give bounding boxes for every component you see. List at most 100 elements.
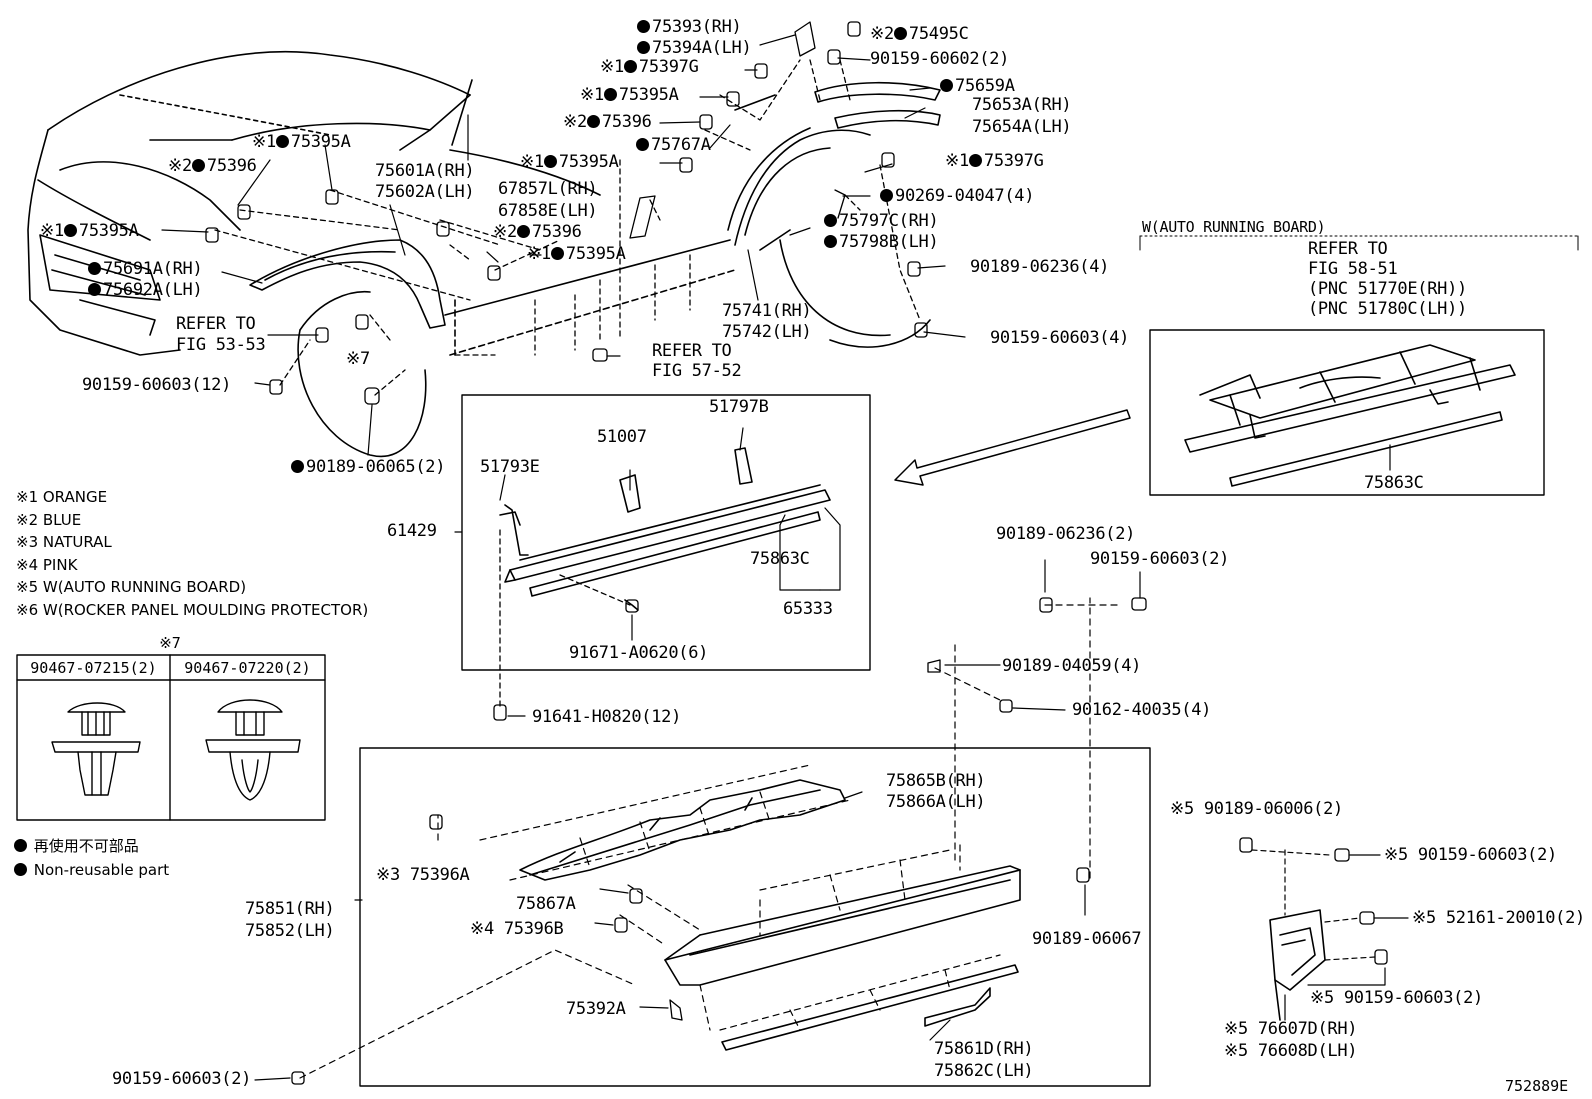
callout-75692a: 75692A(LH) bbox=[88, 281, 203, 300]
color-legend: ※1 ORANGE ※2 BLUE ※3 NATURAL ※4 PINK ※5 … bbox=[16, 486, 368, 621]
non-reusable-dot-icon bbox=[603, 88, 617, 101]
non-reusable-dot-icon bbox=[88, 262, 101, 275]
refer-fig-57-52-line1: REFER TO bbox=[652, 341, 732, 361]
non-reusable-jp: 再使用不可部品 bbox=[33, 837, 139, 855]
legend-natural: ※3 NATURAL bbox=[16, 533, 112, 551]
callout-90189-04059: 90189-04059(4) bbox=[1002, 656, 1142, 676]
non-reusable-en: Non-reusable part bbox=[33, 861, 170, 879]
legend-blue: ※2 BLUE bbox=[16, 510, 82, 529]
callout-90159-60603-4: 90159-60603(4) bbox=[990, 328, 1130, 348]
callout-75865b: 75865B(RH) bbox=[886, 771, 986, 791]
auto-running-board-group bbox=[1139, 235, 1579, 496]
direction-arrow bbox=[894, 409, 1131, 486]
callout-75659a: 75659A bbox=[940, 77, 1015, 96]
callout-51007: 51007 bbox=[597, 427, 647, 447]
callout-90159-60603-auto-a: ※5 90159-60603(2) bbox=[1384, 845, 1557, 865]
non-reusable-dot-icon bbox=[637, 20, 650, 33]
non-reusable-dot-icon bbox=[636, 138, 649, 151]
non-reusable-dot-icon bbox=[968, 154, 982, 167]
callout-75601a: 75601A(RH) bbox=[375, 161, 475, 181]
callout-75798b: 75798B(LH) bbox=[824, 233, 939, 252]
callout-61429: 61429 bbox=[387, 521, 437, 541]
callout-75654a: 75654A(LH) bbox=[972, 117, 1072, 137]
non-reusable-dot-icon bbox=[275, 135, 289, 148]
callout-90159-60603-2b: 90159-60603(2) bbox=[112, 1069, 252, 1089]
callout-91641-h0820: 91641-H0820(12) bbox=[532, 707, 682, 727]
non-reusable-dot-icon bbox=[893, 27, 907, 40]
callout-75861d: 75861D(RH) bbox=[934, 1039, 1034, 1059]
non-reusable-dot-icon bbox=[550, 247, 564, 260]
clip-table bbox=[16, 654, 326, 821]
callout-90189-06236-4: 90189-06236(4) bbox=[970, 257, 1110, 277]
callout-51793e: 51793E bbox=[480, 457, 540, 477]
non-reusable-dot-icon bbox=[14, 839, 27, 852]
callout-90189-06006: ※5 90189-06006(2) bbox=[1170, 799, 1343, 819]
rocker-panel-group bbox=[254, 559, 1151, 1087]
callout-75392a: 75392A bbox=[566, 999, 626, 1019]
callout-52161-20010: ※5 52161-20010(2) bbox=[1412, 908, 1585, 928]
callout-90269-04047: 90269-04047(4) bbox=[880, 187, 1034, 206]
refer-fig-58-51-line2: FIG 58-51 bbox=[1308, 259, 1398, 279]
clip-table-col2: 90467-07220(2) bbox=[184, 659, 311, 677]
refer-fig-53-53-line1: REFER TO bbox=[176, 314, 256, 334]
callout-90189-06236-2: 90189-06236(2) bbox=[996, 524, 1136, 544]
board-bracket-group bbox=[1239, 837, 1409, 1021]
callout-75767a: 75767A bbox=[636, 136, 711, 155]
callout-90159-60603-auto-b: ※5 90159-60603(2) bbox=[1310, 988, 1483, 1008]
non-reusable-dot-icon bbox=[88, 283, 101, 296]
legend-pink: ※4 PINK bbox=[16, 555, 78, 574]
non-reusable-dot-icon-en bbox=[14, 863, 27, 876]
callout-75852: 75852(LH) bbox=[245, 921, 335, 941]
callout-90189-06067: 90189-06067 bbox=[1032, 929, 1142, 949]
callout-90159-60603-2a: 90159-60603(2) bbox=[1090, 549, 1230, 569]
callout-76607d: ※5 76607D(RH) bbox=[1224, 1019, 1358, 1039]
callout-67857l: 67857L(RH) bbox=[498, 179, 598, 199]
non-reusable-dot-icon bbox=[824, 214, 837, 227]
diagram-id: 752889E bbox=[1505, 1077, 1569, 1095]
refer-fig-57-52-line2: FIG 57-52 bbox=[652, 361, 742, 381]
non-reusable-dot-icon bbox=[586, 115, 600, 128]
non-reusable-dot-icon bbox=[940, 79, 953, 92]
callout-76608d: ※5 76608D(LH) bbox=[1224, 1041, 1358, 1061]
callout-75863c-box: 75863C bbox=[750, 549, 810, 569]
callout-75396b: ※4 75396B bbox=[470, 919, 564, 939]
clip-table-col1: 90467-07215(2) bbox=[30, 659, 157, 677]
callout-90159-60603-12: 90159-60603(12) bbox=[82, 375, 232, 395]
callout-75851: 75851(RH) bbox=[245, 899, 335, 919]
callout-51797b: 51797B bbox=[709, 397, 769, 417]
callout-90189-06065: 90189-06065(2) bbox=[291, 458, 445, 477]
callout-67858e: 67858E(LH) bbox=[498, 201, 598, 221]
auto-running-board-title: W(AUTO RUNNING BOARD) bbox=[1142, 218, 1326, 236]
non-reusable-dot-icon bbox=[516, 225, 530, 238]
non-reusable-legend: 再使用不可部品 Non-reusable part bbox=[14, 834, 169, 882]
legend-orange: ※1 ORANGE bbox=[16, 488, 108, 506]
callout-75396a: ※3 75396A bbox=[376, 865, 470, 885]
side-step-group bbox=[454, 394, 871, 721]
callout-75602a: 75602A(LH) bbox=[375, 182, 475, 202]
refer-fig-58-51-line1: REFER TO bbox=[1308, 239, 1388, 259]
legend-auto-running-board: ※5 W(AUTO RUNNING BOARD) bbox=[16, 578, 247, 596]
callout-90159-60602: 90159-60602(2) bbox=[870, 49, 1010, 69]
callout-75691a: 75691A(RH) bbox=[88, 260, 203, 279]
non-reusable-dot-icon bbox=[291, 460, 304, 473]
callout-75797c: 75797C(RH) bbox=[824, 212, 939, 231]
callout-75741: 75741(RH) bbox=[722, 301, 812, 321]
callout-75862c: 75862C(LH) bbox=[934, 1061, 1034, 1081]
callout-75866a: 75866A(LH) bbox=[886, 792, 986, 812]
non-reusable-dot-icon bbox=[824, 235, 837, 248]
callout-75653a: 75653A(RH) bbox=[972, 95, 1072, 115]
refer-pnc-51770e: (PNC 51770E(RH)) bbox=[1308, 279, 1467, 299]
